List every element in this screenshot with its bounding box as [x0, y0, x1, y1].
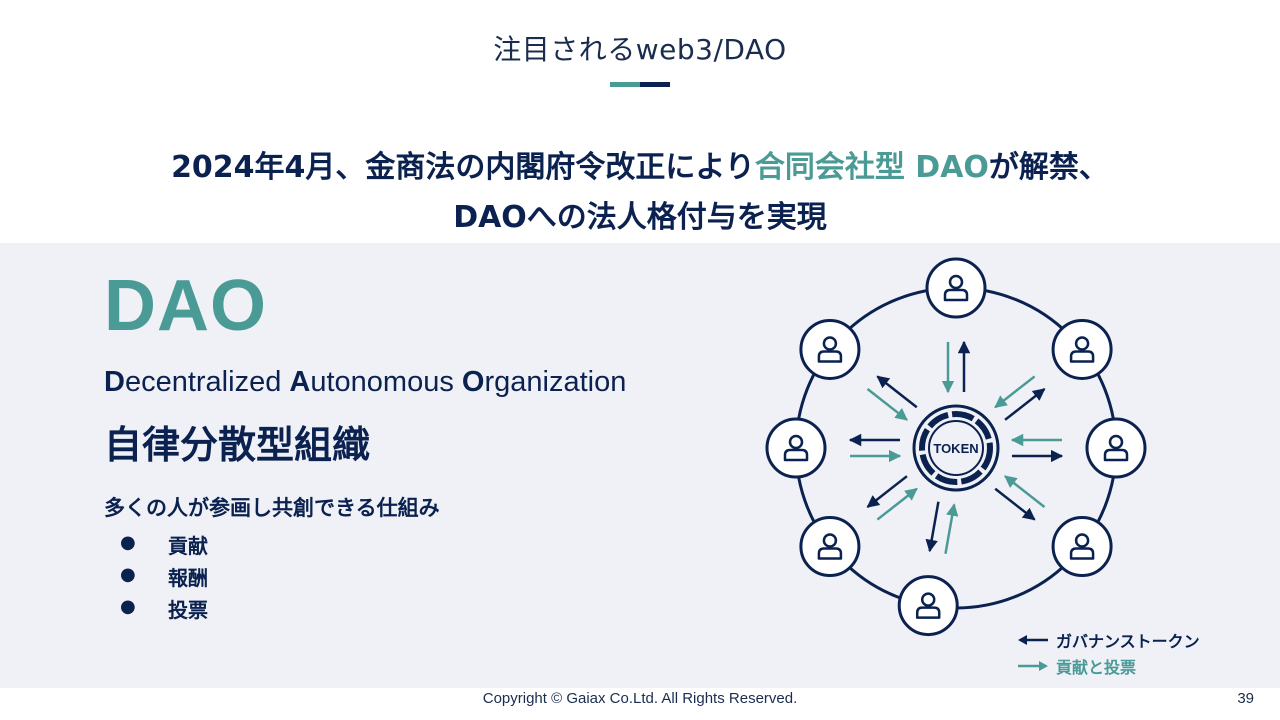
- underline-teal: [610, 82, 640, 87]
- governance-arrow: [994, 487, 1036, 521]
- governance-arrow: [866, 475, 908, 508]
- contribution-arrow: [866, 388, 908, 421]
- letter-o: O: [461, 366, 485, 398]
- headline-accent: 合同会社型 DAO: [754, 150, 989, 185]
- contribution-arrow: [944, 503, 959, 554]
- slide-title: 注目されるweb3/DAO: [493, 33, 787, 66]
- bullet-text: 貢献: [168, 534, 208, 558]
- word-rest-1: ecentralized: [124, 366, 290, 398]
- dao-acronym: DAO: [104, 266, 267, 346]
- content-panel: [0, 243, 1280, 688]
- member-node: [799, 516, 861, 578]
- title-underline: [610, 82, 670, 87]
- governance-arrow: [925, 501, 940, 553]
- page-number: 39: [1237, 690, 1254, 707]
- contribution-arrow: [994, 375, 1036, 409]
- bullet-text: 報酬: [168, 566, 208, 590]
- token-icon: TOKEN: [912, 404, 1000, 492]
- legend-contribution: 貢献と投票: [1016, 654, 1236, 680]
- bullet-text: 投票: [168, 598, 208, 622]
- teal-arrow-icon: [1018, 661, 1048, 671]
- dao-full-name: Decentralized Autonomous Organization: [104, 366, 626, 399]
- word-rest-3: rganization: [484, 366, 627, 398]
- governance-arrow: [1004, 388, 1046, 421]
- underline-navy: [640, 82, 670, 87]
- member-node: [1085, 417, 1147, 479]
- dao-japanese-name: 自律分散型組織: [104, 423, 371, 467]
- member-node: [1051, 516, 1113, 578]
- member-node: [897, 575, 959, 637]
- arrow-group: [848, 340, 1064, 554]
- letter-a: A: [289, 366, 311, 398]
- governance-arrow: [876, 375, 918, 409]
- bullet-icon: ●: [120, 532, 136, 553]
- headline-line-2: DAOへの法人格付与を実現: [453, 200, 827, 235]
- member-node: [765, 417, 827, 479]
- legend-governance-label: ガバナンストークン: [1056, 632, 1200, 651]
- legend-contribution-label: 貢献と投票: [1056, 658, 1137, 677]
- mechanism-heading: 多くの人が参画し共創できる仕組み: [104, 496, 440, 520]
- member-node: [925, 257, 987, 319]
- headline-line-1: 2024年4月、金商法の内閣府令改正により合同会社型 DAOが解禁、: [0, 142, 1280, 186]
- member-node-group: [765, 257, 1147, 637]
- bullet-icon: ●: [120, 596, 136, 617]
- legend-governance: ガバナンストークン: [1016, 628, 1236, 654]
- contribution-arrow: [1004, 475, 1046, 508]
- navy-arrow-icon: [1018, 635, 1048, 645]
- headline-text-b: が解禁、: [988, 150, 1109, 185]
- diagram-legend: ガバナンストークン 貢献と投票: [1016, 628, 1236, 680]
- word-rest-2: utonomous: [310, 366, 462, 398]
- copyright-text: Copyright © Gaiax Co.Ltd. All Rights Res…: [482, 690, 798, 707]
- headline-text-a: 2024年4月、金商法の内閣府令改正により: [171, 150, 755, 185]
- contribution-arrow: [876, 487, 918, 521]
- token-label: TOKEN: [933, 441, 978, 456]
- member-node: [799, 318, 861, 380]
- bullet-icon: ●: [120, 564, 136, 585]
- dao-network-diagram: TOKEN: [765, 257, 1147, 637]
- letter-d: D: [104, 366, 125, 398]
- member-node: [1051, 318, 1113, 380]
